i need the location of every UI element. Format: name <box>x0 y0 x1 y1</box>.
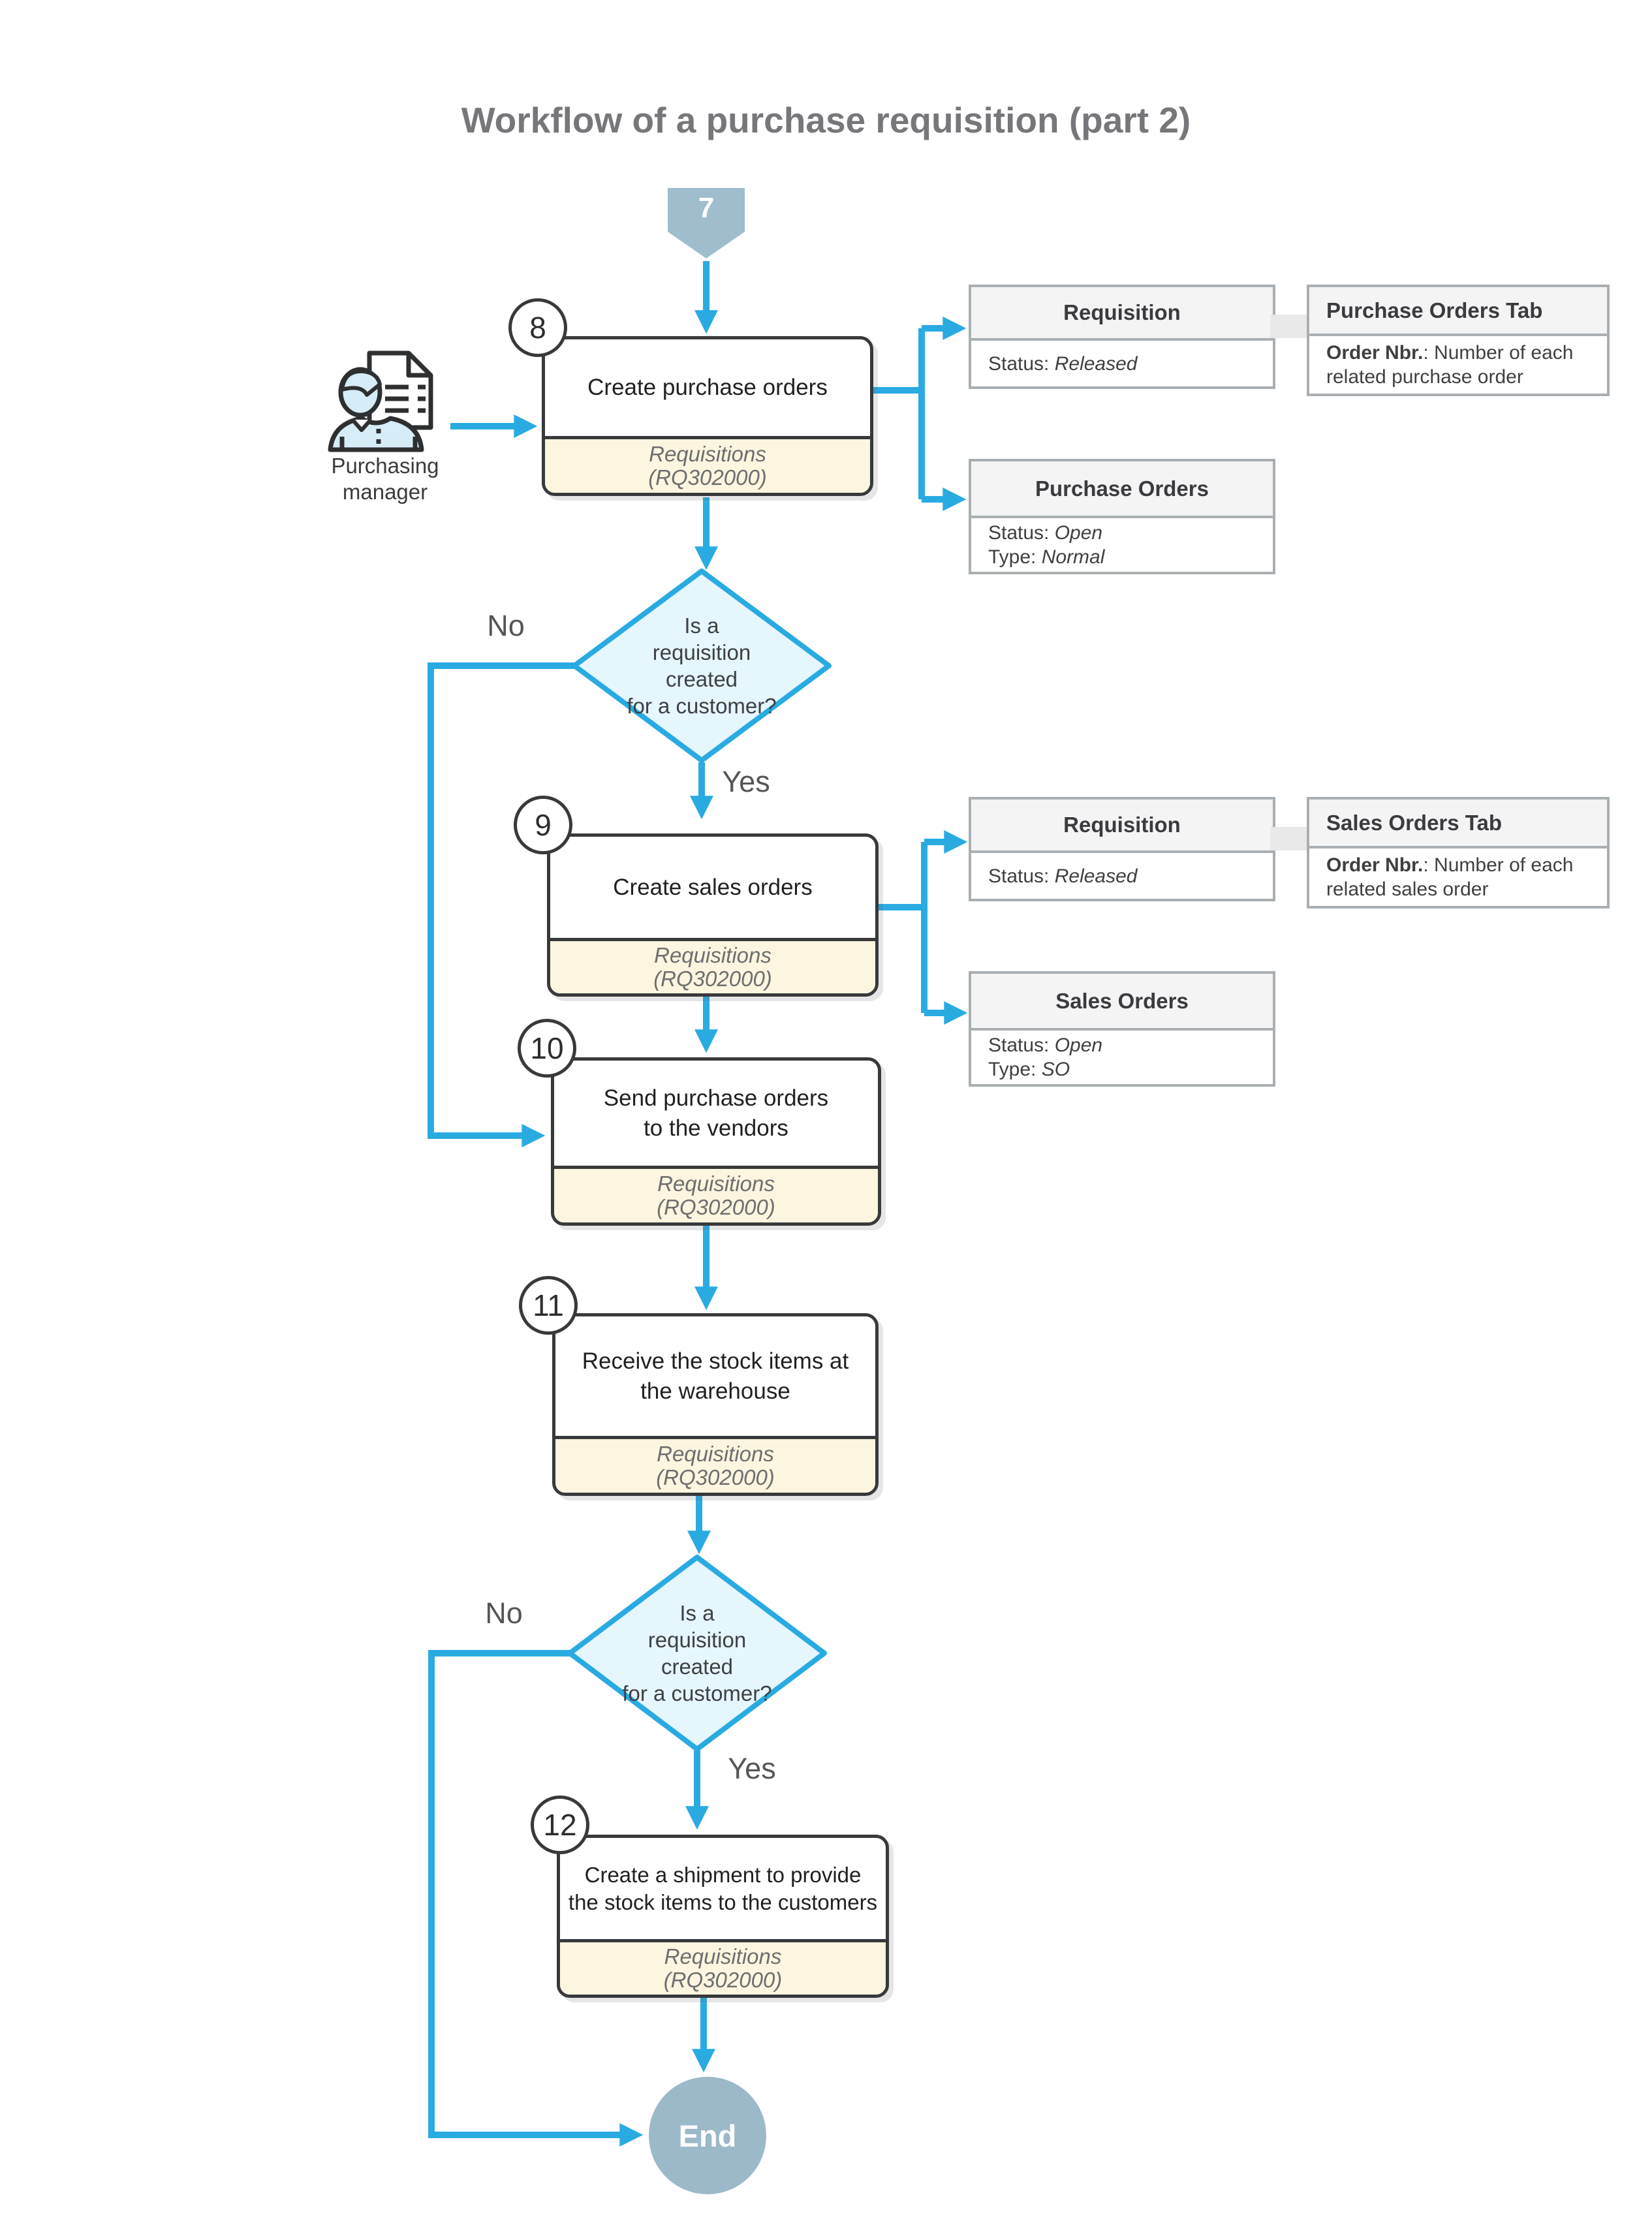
step-12-label: Create a shipment to provide the stock i… <box>568 1862 878 1914</box>
status-label: Status: <box>988 352 1055 375</box>
step-11-screen-ref: Requisitions (RQ302000) <box>555 1436 875 1493</box>
status-value: Open <box>1054 522 1103 544</box>
step-12-number: 12 <box>531 1795 589 1854</box>
step-9-number: 9 <box>514 796 572 854</box>
status-value: Released <box>1054 352 1138 375</box>
info-sales-orders: Sales Orders Status: Open Type: SO <box>969 971 1275 1087</box>
info-purchase-orders-title: Purchase Orders <box>971 461 1273 518</box>
info-sales-orders-tab-title: Sales Orders Tab <box>1309 800 1607 848</box>
type-label: Type: <box>988 546 1042 568</box>
connector-requisition-to-so-tab <box>1270 827 1307 850</box>
line-decision1-no <box>428 662 576 1147</box>
end-node: End <box>649 2077 766 2194</box>
status-label: Status: <box>988 865 1055 887</box>
decision-2-no-label: No <box>485 1596 523 1630</box>
step-10-box: Send purchase orders to the vendors Requ… <box>551 1057 881 1226</box>
step-9-number-text: 9 <box>535 808 552 842</box>
step-8-number-text: 8 <box>529 311 546 345</box>
step-12-number-text: 12 <box>543 1808 577 1842</box>
info-purchase-orders-tab-body: Order Nbr.: Number of each related purch… <box>1309 336 1607 394</box>
decision-1-yes-label: Yes <box>722 765 770 798</box>
step-9-screen-ref: Requisitions (RQ302000) <box>550 938 875 993</box>
status-label: Status: <box>988 1034 1055 1056</box>
end-node-label: End <box>678 2118 737 2153</box>
type-label: Type: <box>988 1059 1042 1080</box>
decision-1-question: Is a requisition created for a customer? <box>627 614 777 718</box>
info-requisition-2-title: Requisition <box>971 800 1273 853</box>
step-11-label: Receive the stock items at the warehouse <box>582 1348 849 1404</box>
type-value: SO <box>1041 1059 1070 1080</box>
step-9-label: Create sales orders <box>613 874 813 900</box>
info-purchase-orders: Purchase Orders Status: Open Type: Norma… <box>969 459 1275 574</box>
status-value: Released <box>1054 865 1138 887</box>
page-title: Workflow of a purchase requisition (part… <box>461 100 1191 140</box>
info-requisition-2: Requisition Status: Released <box>969 797 1275 901</box>
decision-2-question: Is a requisition created for a customer? <box>622 1601 772 1705</box>
info-requisition-1-body: Status: Released <box>971 341 1273 386</box>
info-sales-orders-title: Sales Orders <box>971 974 1273 1031</box>
step-9-box: Create sales orders Requisitions (RQ3020… <box>547 833 879 997</box>
step-12-box: Create a shipment to provide the stock i… <box>557 1835 889 1998</box>
field-label: Order Nbr. <box>1326 342 1424 364</box>
info-sales-orders-body: Status: Open Type: SO <box>971 1031 1273 1084</box>
step-11-number: 11 <box>519 1276 578 1335</box>
decision-1-no-label: No <box>487 609 525 642</box>
info-purchase-orders-body: Status: Open Type: Normal <box>971 518 1273 572</box>
step-10-screen-ref: Requisitions (RQ302000) <box>554 1166 878 1222</box>
step-11-number-text: 11 <box>533 1288 564 1322</box>
info-sales-orders-tab: Sales Orders Tab Order Nbr.: Number of e… <box>1307 797 1610 909</box>
step-11-box: Receive the stock items at the warehouse… <box>552 1313 879 1496</box>
info-purchase-orders-tab-title: Purchase Orders Tab <box>1309 287 1607 336</box>
off-page-connector-label: 7 <box>698 192 715 224</box>
type-value: Normal <box>1041 546 1105 568</box>
status-label: Status: <box>988 522 1055 544</box>
line-decision2-no <box>428 1650 644 2147</box>
info-purchase-orders-tab: Purchase Orders Tab Order Nbr.: Number o… <box>1307 285 1610 396</box>
step-10-label: Send purchase orders to the vendors <box>603 1085 829 1141</box>
step-12-screen-ref: Requisitions (RQ302000) <box>560 1939 886 1995</box>
field-text: : Number of each related sales order <box>1326 854 1574 900</box>
field-label: Order Nbr. <box>1326 854 1424 876</box>
decision-2-diamond <box>567 1555 827 1752</box>
step-8-screen-ref: Requisitions (RQ302000) <box>545 436 870 493</box>
info-requisition-1-title: Requisition <box>971 287 1273 341</box>
purchasing-manager-icon <box>328 350 433 452</box>
info-requisition-1: Requisition Status: Released <box>969 285 1275 389</box>
step-10-number-text: 10 <box>530 1031 564 1065</box>
actor-label: Purchasing manager <box>331 454 439 504</box>
step-10-number: 10 <box>518 1019 576 1078</box>
decision-2-yes-label: Yes <box>728 1752 776 1785</box>
field-text: : Number of each related purchase order <box>1326 342 1574 388</box>
info-requisition-2-body: Status: Released <box>971 853 1273 899</box>
step-8-label: Create purchase orders <box>587 375 828 400</box>
step-8-number: 8 <box>508 298 567 357</box>
info-sales-orders-tab-body: Order Nbr.: Number of each related sales… <box>1309 848 1607 906</box>
decision-1-diamond <box>572 568 832 763</box>
step-8-box: Create purchase orders Requisitions (RQ3… <box>542 336 873 496</box>
connector-requisition-to-po-tab <box>1270 315 1307 338</box>
status-value: Open <box>1054 1034 1103 1056</box>
